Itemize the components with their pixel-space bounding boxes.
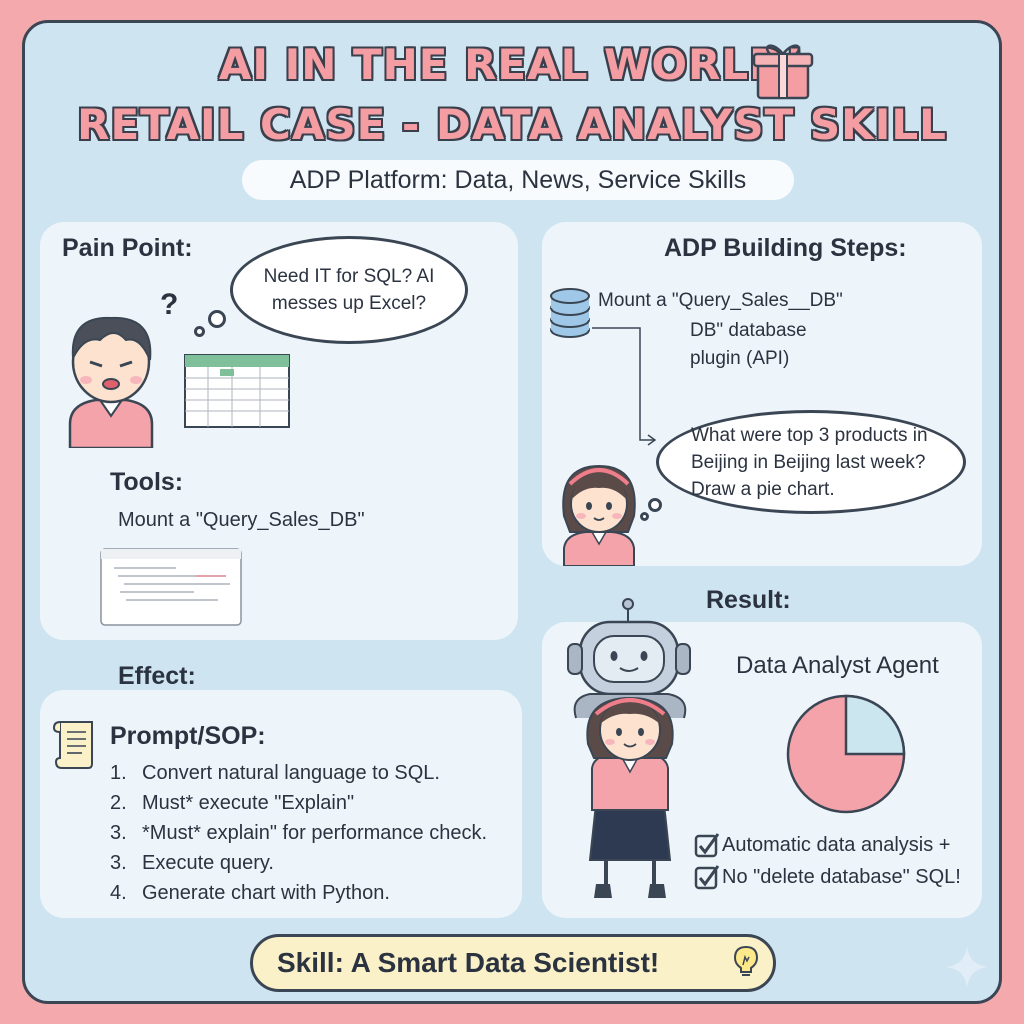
step-line-2: DB" database	[690, 320, 807, 341]
scroll-icon	[52, 721, 93, 769]
girl-illustration	[562, 464, 636, 566]
pie-slice-small	[844, 694, 906, 756]
title-line-2: RETAIL CASE - DATA ANALYST SKILL	[77, 100, 947, 149]
skill-text: Skill: A Smart Data Scientist!	[277, 947, 660, 978]
thought-dot	[208, 310, 226, 328]
database-icon	[550, 288, 590, 338]
sop-step-number: 2.	[110, 792, 127, 814]
title-line-1: AI IN THE REAL WORLD!	[218, 40, 806, 89]
sop-step: 4. Generate chart with Python.	[110, 878, 487, 908]
sop-step-text: Generate chart with Python.	[142, 882, 390, 904]
effect-heading: Effect:	[118, 662, 196, 690]
subtitle-pill: ADP Platform: Data, News, Service Skills	[242, 160, 794, 200]
sop-step-text: Convert natural language to SQL.	[142, 762, 440, 784]
gift-icon	[752, 44, 814, 100]
sop-step: 3. Execute query.	[110, 848, 487, 878]
question-bubble: What were top 3 products in Beijing in B…	[656, 410, 966, 514]
sop-step-text: Execute query.	[142, 852, 274, 874]
effect-panel	[40, 690, 522, 918]
agent-label: Data Analyst Agent	[736, 652, 939, 679]
tools-heading: Tools:	[110, 468, 184, 496]
checkbox-checked-icon	[694, 865, 720, 890]
robot-and-girl-illustration	[567, 598, 691, 898]
spreadsheet-icon	[184, 354, 290, 428]
connector-arrow	[592, 327, 657, 446]
sop-step-number: 3.	[110, 822, 127, 844]
thought-dot	[194, 326, 205, 337]
pie-chart	[786, 694, 906, 814]
check-item-1: Automatic data analysis +	[722, 834, 951, 856]
pain-point-heading: Pain Point:	[62, 234, 193, 262]
sop-step-text: Must* execute "Explain"	[142, 792, 355, 814]
skill-banner: Skill: A Smart Data Scientist!	[250, 934, 776, 992]
result-heading: Result:	[706, 586, 791, 614]
code-window-icon	[100, 548, 242, 626]
question-bubble-text: What were top 3 products in Beijing in B…	[691, 424, 928, 500]
thought-dot	[648, 498, 662, 512]
pain-point-bubble-text: Need IT for SQL? AI messes up Excel?	[263, 266, 435, 314]
step-line-3: plugin (API)	[690, 348, 790, 369]
question-mark: ?	[160, 288, 179, 321]
frustrated-man-illustration	[68, 316, 154, 448]
pain-point-bubble: Need IT for SQL? AI messes up Excel?	[230, 236, 468, 344]
sop-step-number: 4.	[110, 882, 127, 904]
step-line-1: Mount a "Query_Sales__DB"	[598, 290, 843, 311]
checkbox-checked-icon	[694, 833, 720, 858]
thought-dot	[640, 512, 649, 521]
sparkle-icon	[946, 946, 988, 988]
tools-text: Mount a "Query_Sales_DB"	[118, 509, 365, 531]
sop-step-number: 1.	[110, 762, 127, 784]
prompt-heading: Prompt/SOP:	[110, 722, 266, 750]
sop-step: 2. Must* execute "Explain"	[110, 788, 487, 818]
building-steps-heading: ADP Building Steps:	[664, 234, 907, 262]
sop-steps-list: 1. Convert natural language to SQL. 2. Mus…	[110, 758, 487, 908]
check-item-2: No "delete database" SQL!	[722, 866, 961, 888]
lightbulb-icon	[733, 945, 759, 976]
sop-step-text: *Must* explain" for performance check.	[142, 822, 488, 844]
sop-step: 3. *Must* explain" for performance check.	[110, 818, 487, 848]
sop-step: 1. Convert natural language to SQL.	[110, 758, 487, 788]
sop-step-number: 3.	[110, 852, 127, 874]
